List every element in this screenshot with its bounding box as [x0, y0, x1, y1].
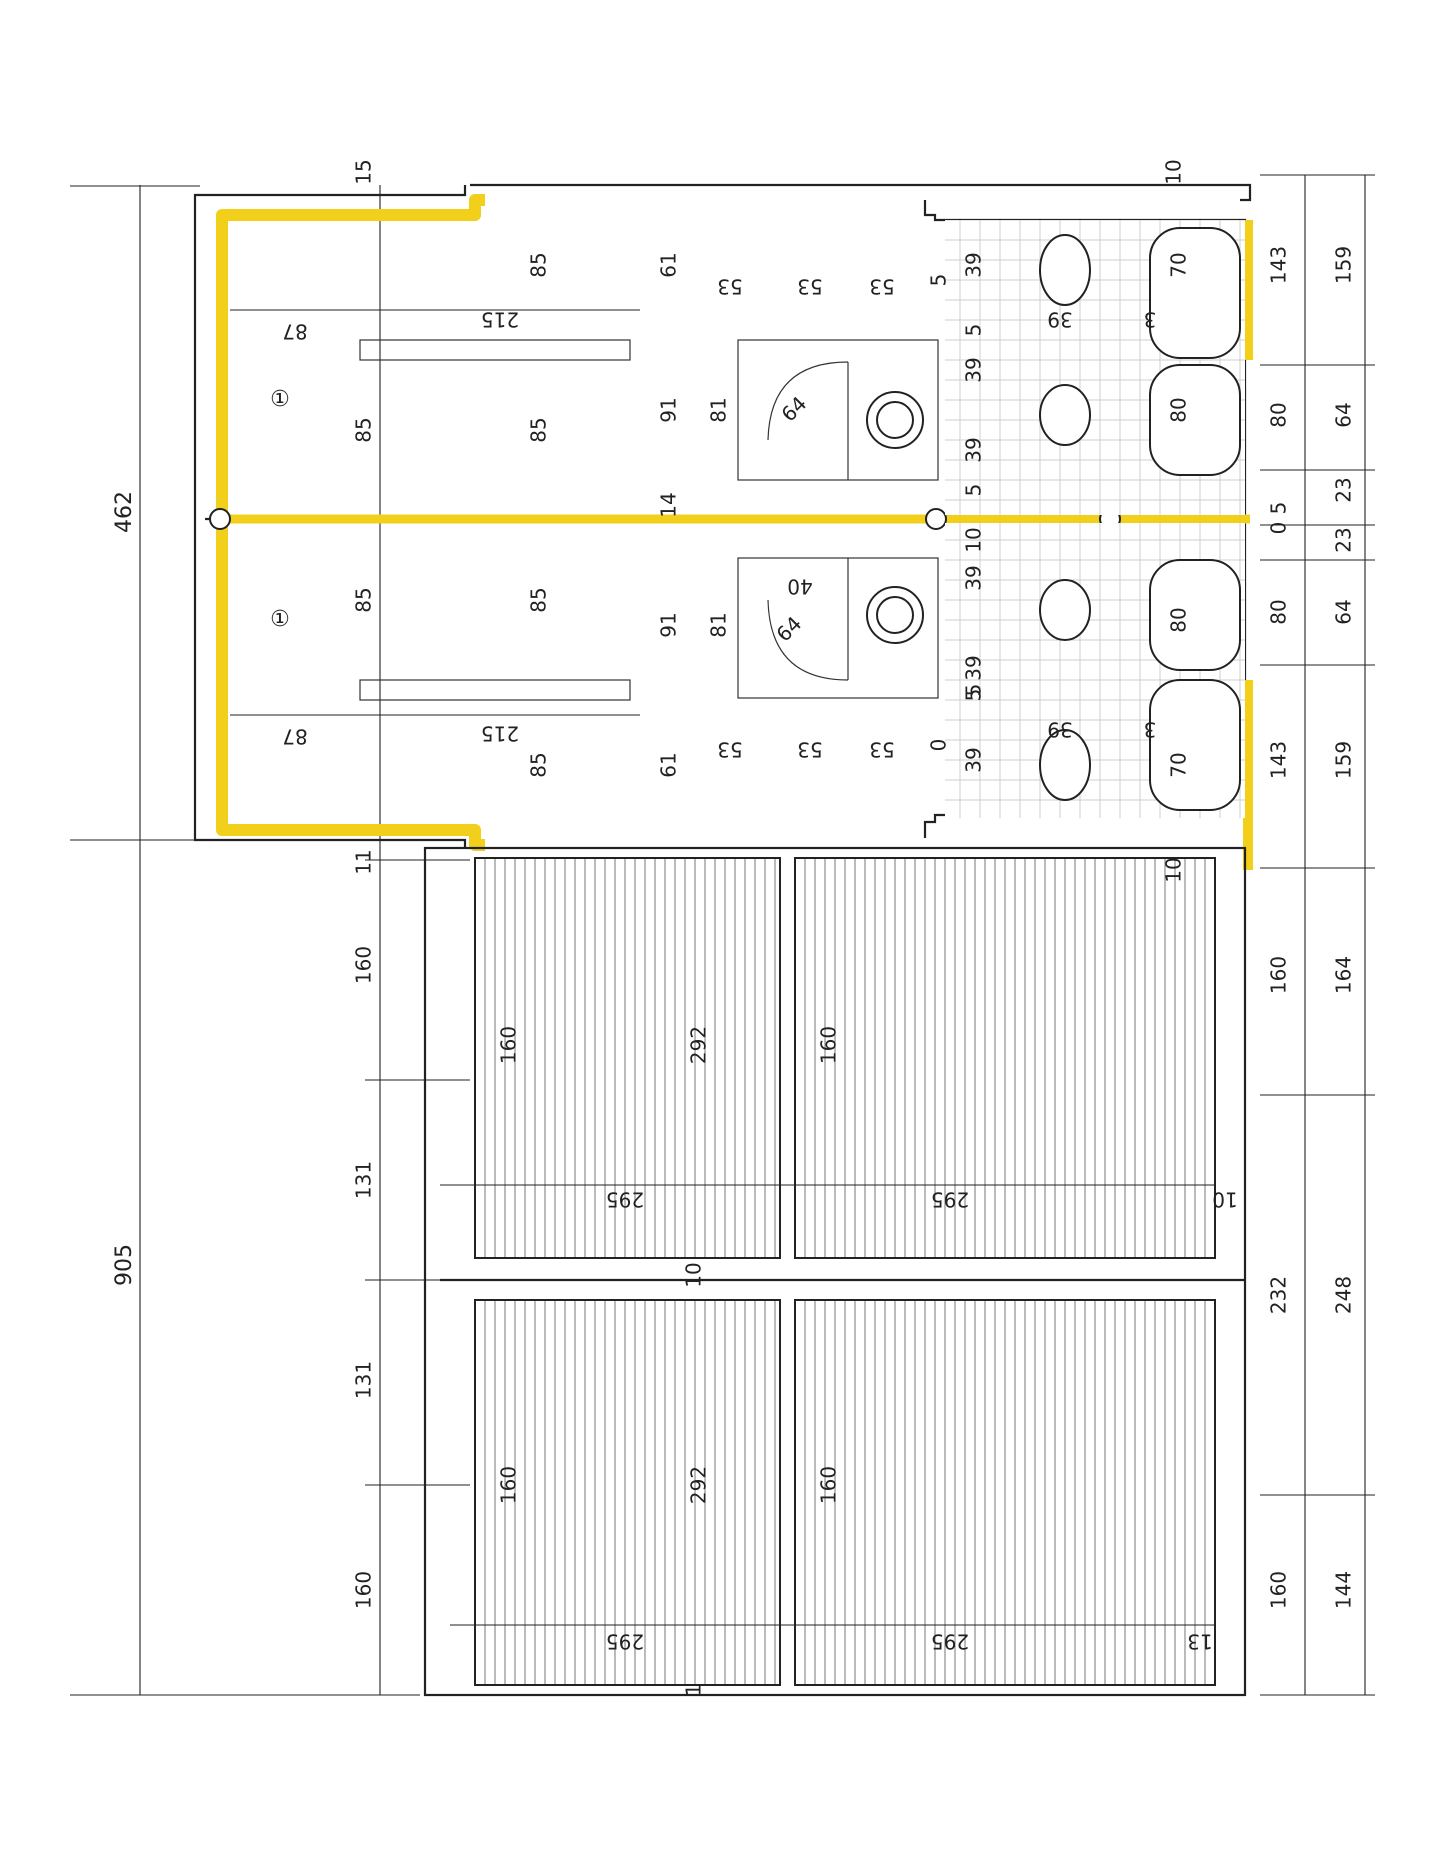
lower-mid-85-b: 85	[527, 752, 551, 777]
lower-unit	[230, 309, 1245, 818]
bottom-right-outer-164: 164	[1332, 956, 1356, 994]
bottom-right-outer-144: 144	[1332, 1571, 1356, 1609]
gap-13: 13	[1187, 1630, 1212, 1654]
lower-width-87: 87	[282, 725, 307, 749]
upper-left-85-a: 85	[352, 417, 376, 442]
left-dimension-lines	[70, 185, 470, 1696]
bottom-left-160: 160	[352, 946, 376, 984]
upper-bath-39-a: 39	[962, 252, 986, 277]
panel-height-160-b: 160	[817, 1026, 841, 1064]
upper-seg-53-b: 53	[797, 275, 822, 299]
upper-tub-80: 80	[1167, 397, 1191, 422]
lower-seg-53-a: 53	[717, 738, 742, 762]
panel-height-292-a: 292	[687, 1026, 711, 1064]
upper-right-23: 23	[1332, 477, 1356, 502]
bottom-right-inner-232: 232	[1267, 1276, 1291, 1314]
bottom-right-outer-248: 248	[1332, 1276, 1356, 1314]
center-gap-14: 14	[657, 492, 681, 517]
lower-right-80: 80	[1267, 599, 1291, 624]
lower-width-215: 215	[481, 722, 519, 746]
bottom-left-160-b: 160	[352, 1571, 376, 1609]
upper-corridor-61: 61	[657, 252, 681, 277]
bottom-right-inner-160-a: 160	[1267, 956, 1291, 994]
lower-right-143: 143	[1267, 741, 1291, 779]
lower-corridor-61: 61	[657, 752, 681, 777]
gap-10-right: 10	[1212, 1188, 1237, 1212]
upper-right-64: 64	[1332, 402, 1356, 427]
bottom-left-11: 11	[352, 849, 376, 874]
upper-sink-39: 39	[1047, 308, 1072, 332]
dim-overall-bottom: 905	[112, 1244, 137, 1286]
panel-width-295-c: 295	[606, 1630, 644, 1654]
lower-seg-53-b: 53	[797, 738, 822, 762]
upper-seg-53-a: 53	[717, 275, 742, 299]
lower-corridor-91: 91	[657, 612, 681, 637]
upper-basin-3: 3	[1144, 308, 1157, 332]
upper-bath-39-b: 39	[962, 357, 986, 382]
panel-height-160-a: 160	[497, 1026, 521, 1064]
upper-seg-5-a: 5	[927, 274, 951, 287]
center-right-5: 5	[1267, 502, 1291, 515]
upper-seg-5-b: 5	[962, 324, 986, 337]
lower-right-159: 159	[1332, 741, 1356, 779]
upper-shower-64: 64	[776, 391, 811, 426]
panel-width-295-b: 295	[931, 1188, 969, 1212]
right-dimension-lines	[1260, 174, 1375, 1696]
lower-bath-39-b: 39	[962, 655, 986, 680]
center-gap-10: 10	[962, 527, 986, 552]
gap-10-top: 10	[1162, 857, 1186, 882]
gap-10-mid: 10	[682, 1262, 706, 1287]
lower-seg-0: 0	[927, 739, 951, 752]
upper-mid-85-a: 85	[527, 252, 551, 277]
upper-right-143: 143	[1267, 246, 1291, 284]
lower-basin-3: 3	[1144, 718, 1157, 742]
lower-bath-5: 5	[962, 689, 986, 702]
lower-shower-40: 40	[787, 575, 812, 599]
upper-seg-53-c: 53	[869, 275, 894, 299]
lower-right-23: 23	[1332, 527, 1356, 552]
upper-corridor-91: 91	[657, 397, 681, 422]
upper-right-159: 159	[1332, 246, 1356, 284]
room-label-lower: ①	[270, 607, 290, 632]
upper-width-215: 215	[481, 308, 519, 332]
lower-seg-5: 5	[962, 684, 986, 697]
upper-tub-70: 70	[1167, 252, 1191, 277]
upper-bath-39-c: 39	[962, 437, 986, 462]
panel-height-292-b: 292	[687, 1466, 711, 1504]
lower-sink-39: 39	[1047, 718, 1072, 742]
lower-tub-70: 70	[1167, 752, 1191, 777]
dim-overall-top: 462	[112, 491, 137, 533]
lower-left-85-a: 85	[352, 587, 376, 612]
upper-bath-5: 5	[962, 484, 986, 497]
upper-mid-85-b: 85	[527, 417, 551, 442]
lower-shower-81: 81	[707, 612, 731, 637]
panel-width-295-d: 295	[931, 1630, 969, 1654]
panel-width-295-a: 295	[606, 1188, 644, 1212]
lower-right-64: 64	[1332, 599, 1356, 624]
panel-height-160-d: 160	[817, 1466, 841, 1504]
upper-width-87: 87	[282, 320, 307, 344]
lower-mid-85-a: 85	[527, 587, 551, 612]
bottom-block	[423, 846, 1247, 1697]
gap-1: 1	[682, 1684, 706, 1697]
lower-seg-53-c: 53	[869, 738, 894, 762]
bottom-left-131-a: 131	[352, 1161, 376, 1199]
center-right-0: 0	[1267, 522, 1291, 535]
bottom-left-131-b: 131	[352, 1361, 376, 1399]
upper-right-80: 80	[1267, 402, 1291, 427]
upper-shower-81: 81	[707, 397, 731, 422]
upper-unit	[359, 220, 1245, 515]
dim-top-left-wall: 15	[352, 159, 376, 184]
lower-bath-39-c: 39	[962, 747, 986, 772]
bottom-right-inner-160-b: 160	[1267, 1571, 1291, 1609]
panel-height-160-c: 160	[497, 1466, 521, 1504]
lower-tub-80: 80	[1167, 607, 1191, 632]
dim-top-right-wall: 10	[1162, 159, 1186, 184]
lower-bath-39-a: 39	[962, 565, 986, 590]
room-label-upper: ①	[270, 387, 290, 412]
